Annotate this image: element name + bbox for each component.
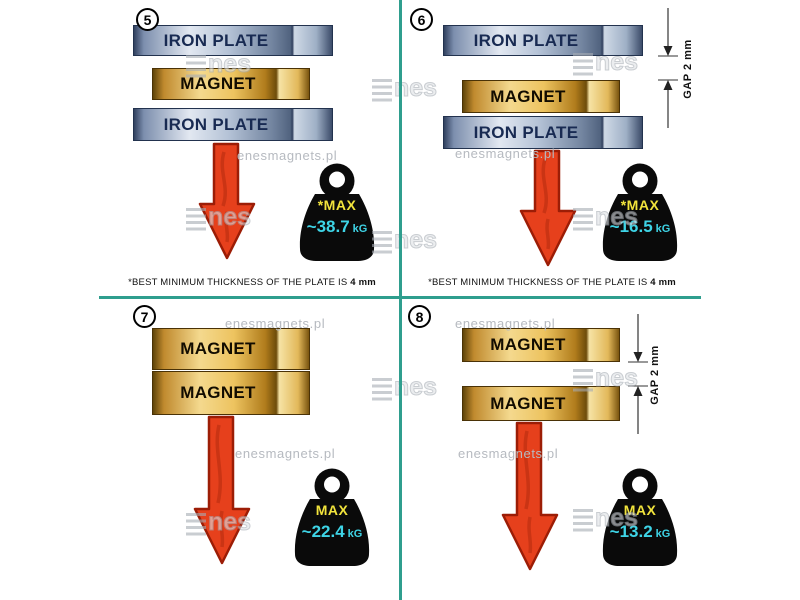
watermark-text: enesmagnets.pl xyxy=(455,146,556,161)
watermark-text: enesmagnets.pl xyxy=(225,316,326,331)
pull-force-arrow xyxy=(501,421,559,571)
enes-logo-watermark: nes xyxy=(372,374,438,402)
enes-logo-e-icon xyxy=(573,509,593,533)
weight-max-label: *MAX xyxy=(620,197,660,213)
iron-plate-top: IRON PLATE xyxy=(443,25,643,56)
enes-logo-watermark: nes xyxy=(573,204,639,232)
weight-max-label: *MAX xyxy=(317,197,357,213)
weight-max-label: MAX xyxy=(623,502,657,518)
kettlebell-shape xyxy=(299,163,375,261)
panel-number-badge: 7 xyxy=(133,305,156,328)
watermark-text: enesmagnets.pl xyxy=(237,148,338,163)
enes-logo-watermark: nes xyxy=(186,51,252,79)
watermark-text: enesmagnets.pl xyxy=(455,316,556,331)
enes-logo-e-icon xyxy=(372,231,392,255)
enes-logo-e-icon xyxy=(573,53,593,77)
footnote: *BEST MINIMUM THICKNESS OF THE PLATE IS … xyxy=(128,277,376,288)
enes-logo-watermark: nes xyxy=(573,49,639,77)
pull-force-arrow xyxy=(198,142,256,260)
enes-logo-watermark: nes xyxy=(573,505,639,533)
iron-plate-bottom: IRON PLATE xyxy=(443,116,643,149)
panel-number-badge: 5 xyxy=(136,8,159,31)
enes-logo-e-icon xyxy=(573,369,593,393)
kettlebell-shape xyxy=(602,468,678,566)
magnet-bottom: MAGNET xyxy=(152,371,310,415)
enes-logo-watermark: nes xyxy=(372,227,438,255)
magnet-top: MAGNET xyxy=(462,328,620,362)
gap-label: GAP 2 mm xyxy=(682,39,694,99)
magnet-bottom: MAGNET xyxy=(462,386,620,421)
kettlebell-shape xyxy=(602,163,678,261)
kettlebell-shape xyxy=(294,468,370,566)
enes-logo-e-icon xyxy=(372,79,392,103)
enes-logo-e-icon xyxy=(186,55,206,79)
magnet: MAGNET xyxy=(152,68,310,100)
magnet: MAGNET xyxy=(462,80,620,113)
footnote: *BEST MINIMUM THICKNESS OF THE PLATE IS … xyxy=(428,277,676,288)
iron-plate-top: IRON PLATE xyxy=(133,25,333,56)
divider-horizontal xyxy=(99,296,701,299)
enes-logo-watermark: nes xyxy=(372,75,438,103)
weight-max-label: MAX xyxy=(315,502,349,518)
pull-force-arrow xyxy=(519,149,577,267)
divider-vertical xyxy=(399,0,402,600)
watermark-text: enesmagnets.pl xyxy=(458,446,559,461)
magnet-top: MAGNET xyxy=(152,328,310,370)
pull-force-arrow xyxy=(193,415,251,565)
enes-logo-watermark: nes xyxy=(573,365,639,393)
enes-logo-e-icon xyxy=(186,513,206,537)
gap-label: GAP 2 mm xyxy=(649,345,661,405)
gap-dimension-lines xyxy=(658,8,678,128)
watermark-text: enesmagnets.pl xyxy=(235,446,336,461)
enes-logo-e-icon xyxy=(186,208,206,232)
enes-logo-watermark: nes xyxy=(186,509,252,537)
gap-dimension-lines xyxy=(628,314,648,434)
enes-logo-watermark: nes xyxy=(186,204,252,232)
iron-plate-bottom: IRON PLATE xyxy=(133,108,333,141)
panel-number-badge: 6 xyxy=(410,8,433,31)
enes-logo-e-icon xyxy=(372,378,392,402)
enes-logo-e-icon xyxy=(573,208,593,232)
panel-number-badge: 8 xyxy=(408,305,431,328)
